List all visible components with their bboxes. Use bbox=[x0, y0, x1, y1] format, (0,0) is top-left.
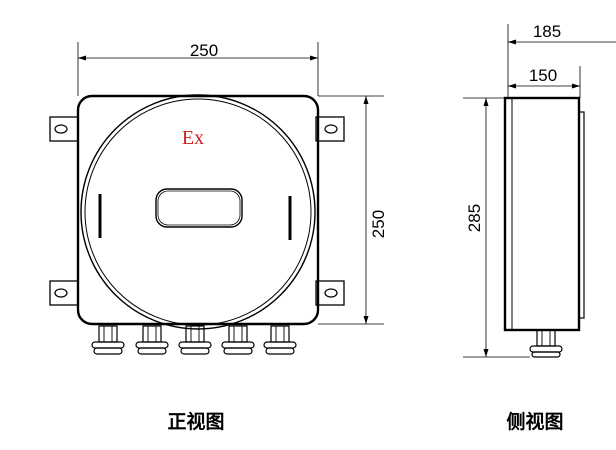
cover-inner-ring bbox=[84, 98, 312, 326]
viewing-window bbox=[155, 188, 243, 228]
side-cable-gland bbox=[529, 329, 563, 358]
cover-outer-ring bbox=[80, 94, 316, 330]
side-cover-bulge bbox=[578, 111, 585, 319]
enclosure-body bbox=[76, 94, 320, 326]
cable-gland bbox=[135, 325, 169, 355]
side-height-dimension: 285 bbox=[463, 97, 530, 358]
cable-glands bbox=[91, 325, 297, 355]
cable-gland bbox=[178, 325, 212, 355]
front-height-label: 250 bbox=[369, 210, 388, 238]
cable-gland bbox=[91, 325, 125, 355]
side-body bbox=[503, 96, 581, 332]
side-height-label: 285 bbox=[465, 204, 484, 232]
front-width-label: 250 bbox=[190, 41, 218, 60]
side-inner-depth-dimension: 150 bbox=[508, 66, 581, 98]
side-outer-depth-dimension: 185 bbox=[507, 22, 616, 98]
cable-gland bbox=[221, 325, 255, 355]
side-inner-depth-label: 150 bbox=[529, 66, 557, 85]
front-width-dimension: 250 bbox=[77, 41, 319, 96]
mounting-lug-top-right bbox=[315, 116, 345, 142]
front-height-dimension: 250 bbox=[318, 95, 388, 325]
mounting-lug-bottom-left bbox=[49, 280, 79, 306]
ex-mark: Ex bbox=[182, 127, 204, 149]
mounting-lug-bottom-right bbox=[315, 280, 345, 306]
side-outer-depth-label: 185 bbox=[533, 22, 561, 41]
viewing-window-inner bbox=[157, 190, 241, 226]
side-view-caption: 侧视图 bbox=[506, 410, 563, 433]
side-view: 185 150 285 侧视图 bbox=[463, 22, 616, 433]
front-view-caption: 正视图 bbox=[167, 410, 224, 433]
front-view: Ex bbox=[49, 41, 388, 433]
cable-gland bbox=[263, 325, 297, 355]
mounting-lug-top-left bbox=[49, 116, 79, 142]
